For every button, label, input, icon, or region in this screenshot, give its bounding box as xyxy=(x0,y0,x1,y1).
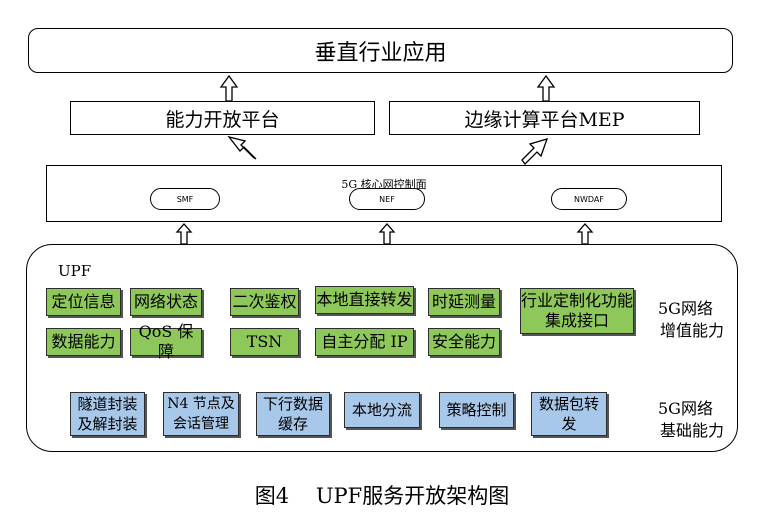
value-item: 二次鉴权 xyxy=(230,288,299,316)
vertical-industry-app-box: 垂直行业应用 xyxy=(28,28,733,73)
arrow-up-icon xyxy=(536,74,556,102)
value-item: 数据能力 xyxy=(46,328,121,356)
basic-item: N4 节点及 会话管理 xyxy=(163,392,239,436)
smf-node: SMF xyxy=(150,188,220,210)
arrow-diagonal-icon xyxy=(521,138,549,165)
value-item: 安全能力 xyxy=(428,328,500,356)
value-added-side-label: 5G网络 增值能力 xyxy=(658,299,725,340)
arrow-diagonal-icon xyxy=(227,135,257,160)
upf-label: UPF xyxy=(58,262,92,280)
value-item: 网络状态 xyxy=(130,288,202,316)
value-item: 本地直接转发 xyxy=(315,286,414,314)
mep-platform-box: 边缘计算平台MEP xyxy=(389,101,700,135)
basic-item: 隧道封装 及解封装 xyxy=(70,392,145,436)
figure-caption: 图4 UPF服务开放架构图 xyxy=(254,484,510,508)
arrow-up-icon xyxy=(175,223,193,245)
basic-item: 本地分流 xyxy=(344,392,420,428)
mep-platform-label: 边缘计算平台MEP xyxy=(464,108,625,131)
arrow-up-icon xyxy=(576,223,594,245)
basic-item: 数据包转 发 xyxy=(531,392,607,436)
value-item: TSN xyxy=(230,328,299,356)
vertical-industry-app-label: 垂直行业应用 xyxy=(314,40,447,66)
nwdaf-node: NWDAF xyxy=(551,188,627,210)
value-item: 定位信息 xyxy=(46,288,121,316)
arrow-up-icon xyxy=(219,74,239,102)
basic-item: 下行数据 缓存 xyxy=(256,392,330,436)
basic-side-label: 5G网络 基础能力 xyxy=(658,399,725,440)
nef-node: NEF xyxy=(349,188,425,210)
basic-item: 策略控制 xyxy=(439,392,514,428)
core-control-plane-label: 5G 核心网控制面 xyxy=(341,178,427,191)
value-item: 时延测量 xyxy=(428,288,500,316)
arrow-up-icon xyxy=(378,223,396,245)
capability-platform-box: 能力开放平台 xyxy=(70,101,375,135)
value-item: QoS 保障 xyxy=(130,322,202,361)
capability-platform-label: 能力开放平台 xyxy=(165,108,280,131)
value-item: 自主分配 IP xyxy=(315,328,414,356)
industry-custom-interface: 行业定制化功能 集成接口 xyxy=(520,288,634,334)
